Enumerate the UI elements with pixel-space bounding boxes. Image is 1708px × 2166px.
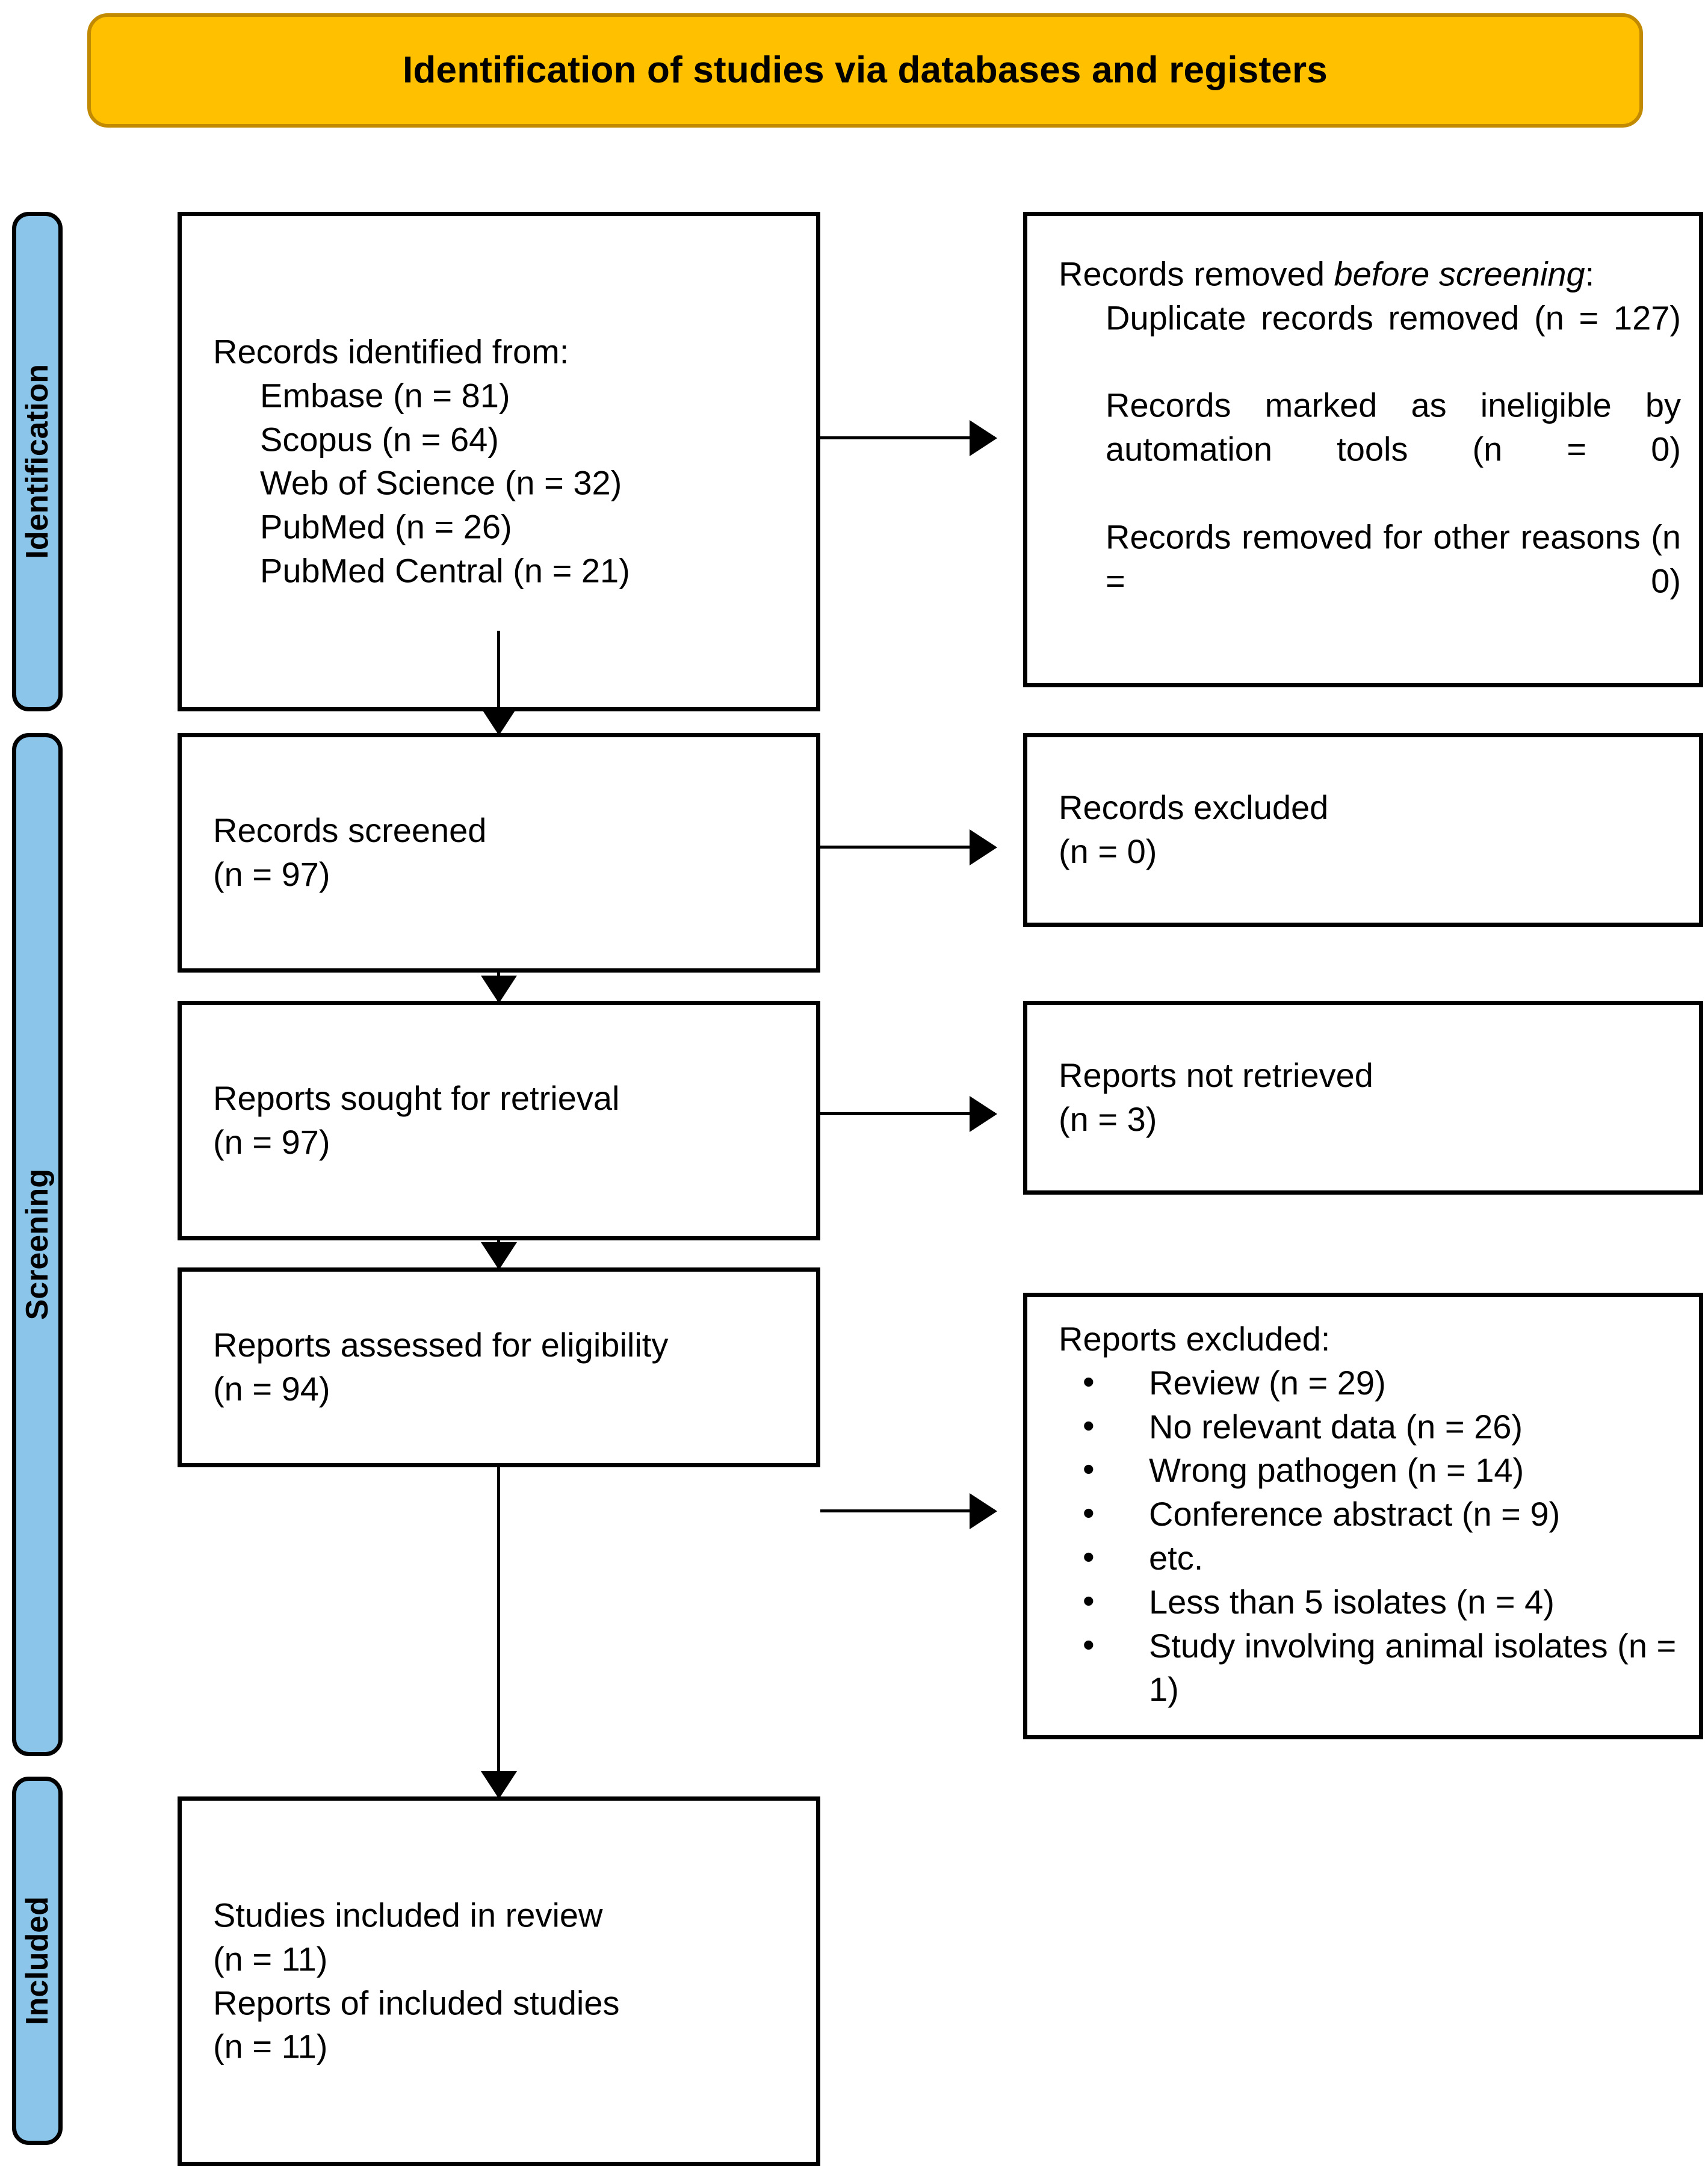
box-reports-excluded-content: Reports excluded: Review (n = 29) No rel… — [1059, 1317, 1681, 1712]
list-item: Less than 5 isolates (n = 4) — [1059, 1579, 1681, 1624]
box-records-removed-before-screening: Records removed before screening: Duplic… — [1023, 212, 1703, 687]
reports-of-included-studies-label: Reports of included studies — [213, 1984, 620, 2022]
list-item: etc. — [1059, 1535, 1681, 1580]
arrow-sought-to-not-retrieved — [820, 1112, 995, 1115]
records-identified-source-scopus: Scopus (n = 64) — [260, 420, 499, 459]
records-identified-source-embase: Embase (n = 81) — [260, 376, 510, 415]
records-excluded-label: Records excluded — [1059, 788, 1329, 827]
records-identified-source-web-of-science: Web of Science (n = 32) — [260, 464, 622, 502]
records-removed-heading: Records removed before screening: — [1059, 252, 1681, 296]
records-identified-source-pubmed-central: PubMed Central (n = 21) — [260, 551, 630, 590]
list-item: Study involving animal isolates (n = 1) — [1059, 1623, 1681, 1712]
diagram-header-banner: Identification of studies via databases … — [87, 13, 1643, 128]
box-reports-excluded: Reports excluded: Review (n = 29) No rel… — [1023, 1293, 1703, 1739]
reports-sought-count: (n = 97) — [213, 1123, 330, 1161]
box-records-screened-content: Records screened (n = 97) — [213, 809, 798, 897]
phase-label-identification: Identification — [12, 212, 63, 711]
box-reports-assessed-content: Reports assessed for eligibility (n = 94… — [213, 1323, 798, 1411]
reports-sought-label: Reports sought for retrieval — [213, 1079, 620, 1118]
box-reports-not-retrieved: Reports not retrieved (n = 3) — [1023, 1001, 1703, 1195]
arrow-assessed-to-included — [497, 1467, 500, 1796]
studies-included-count: (n = 11) — [213, 1940, 328, 1978]
arrow-screened-to-sought — [497, 973, 500, 1001]
reports-assessed-count: (n = 94) — [213, 1370, 330, 1408]
phase-label-screening-text: Screening — [20, 1169, 55, 1320]
box-studies-included: Studies included in review (n = 11) Repo… — [178, 1796, 820, 2166]
reports-not-retrieved-count: (n = 3) — [1059, 1100, 1157, 1138]
phase-label-screening: Screening — [12, 733, 63, 1756]
studies-included-label: Studies included in review — [213, 1896, 603, 1934]
records-removed-heading-suffix: : — [1585, 255, 1595, 293]
arrow-identified-to-removed — [820, 436, 995, 439]
records-screened-count: (n = 97) — [213, 855, 330, 893]
box-reports-sought: Reports sought for retrieval (n = 97) — [178, 1001, 820, 1240]
box-records-excluded: Records excluded (n = 0) — [1023, 733, 1703, 927]
box-reports-sought-content: Reports sought for retrieval (n = 97) — [213, 1077, 798, 1165]
box-reports-assessed: Reports assessed for eligibility (n = 94… — [178, 1267, 820, 1467]
reports-not-retrieved-label: Reports not retrieved — [1059, 1056, 1373, 1095]
phase-label-included-text: Included — [20, 1896, 55, 2025]
arrow-assessed-to-reports-excluded — [820, 1509, 995, 1512]
box-studies-included-content: Studies included in review (n = 11) Repo… — [213, 1893, 798, 2069]
records-removed-heading-prefix: Records removed — [1059, 255, 1334, 293]
reports-excluded-reason-list: Review (n = 29) No relevant data (n = 26… — [1059, 1360, 1681, 1712]
list-item: Review (n = 29) — [1059, 1360, 1681, 1405]
records-identified-source-pubmed: PubMed (n = 26) — [260, 507, 512, 546]
reports-assessed-label: Reports assessed for eligibility — [213, 1326, 669, 1364]
phase-label-included: Included — [12, 1777, 63, 2145]
phase-label-identification-text: Identification — [20, 364, 55, 559]
records-excluded-count: (n = 0) — [1059, 832, 1157, 870]
box-records-identified-content: Records identified from: Embase (n = 81)… — [213, 330, 798, 593]
list-item: Conference abstract (n = 9) — [1059, 1491, 1681, 1536]
box-records-screened: Records screened (n = 97) — [178, 733, 820, 973]
records-removed-reason-duplicates: Duplicate records removed (n = 127) — [1106, 299, 1681, 337]
arrow-identified-to-screened — [497, 631, 500, 733]
diagram-title: Identification of studies via databases … — [403, 49, 1328, 91]
records-removed-reason-other: Records removed for other reasons (n = 0… — [1106, 518, 1681, 599]
box-reports-not-retrieved-content: Reports not retrieved (n = 3) — [1059, 1054, 1681, 1142]
records-removed-heading-italic: before screening — [1334, 255, 1585, 293]
arrow-sought-to-assessed — [497, 1240, 500, 1267]
arrow-screened-to-records-excluded — [820, 846, 995, 849]
records-removed-reason-automation: Records marked as ineligible by automati… — [1106, 386, 1681, 468]
records-identified-heading: Records identified from: — [213, 332, 569, 371]
box-records-identified: Records identified from: Embase (n = 81)… — [178, 212, 820, 711]
reports-of-included-studies-count: (n = 11) — [213, 2027, 328, 2065]
box-records-removed-content: Records removed before screening: Duplic… — [1059, 252, 1681, 646]
list-item: Wrong pathogen (n = 14) — [1059, 1447, 1681, 1493]
list-item: No relevant data (n = 26) — [1059, 1404, 1681, 1449]
box-records-excluded-content: Records excluded (n = 0) — [1059, 786, 1681, 874]
reports-excluded-heading: Reports excluded: — [1059, 1320, 1331, 1358]
records-screened-label: Records screened — [213, 811, 487, 850]
